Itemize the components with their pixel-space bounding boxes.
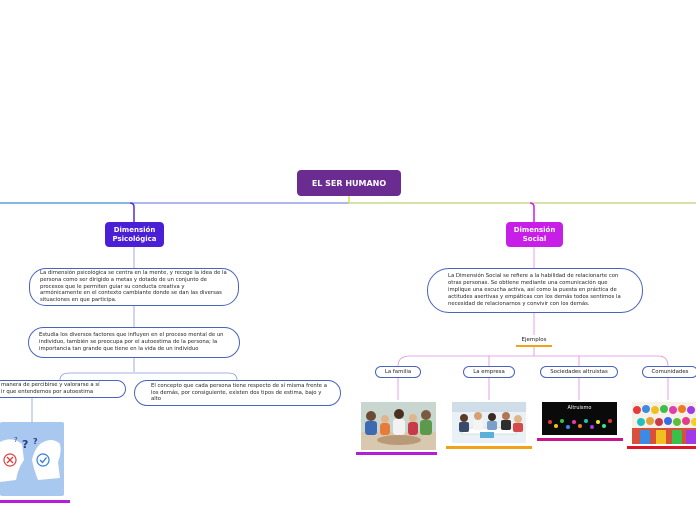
psicologica-desc1-text: La dimensión psicológica se centra en la… bbox=[40, 269, 227, 304]
dimension-social-title: Dimensión Social bbox=[513, 226, 556, 243]
root-node-ser-humano[interactable]: EL SER HUMANO bbox=[297, 170, 401, 196]
altruismo-image-text: Altruismo bbox=[567, 405, 592, 411]
comunidades-label: Comunidades bbox=[651, 369, 689, 375]
comunidades-image bbox=[632, 402, 696, 444]
autoestima-concepto-text: El concepto que cada persona tiene respe… bbox=[151, 382, 327, 403]
node-la-familia[interactable]: La familia bbox=[375, 366, 421, 378]
root-title: EL SER HUMANO bbox=[311, 178, 387, 188]
node-dimension-social[interactable]: Dimensión Social bbox=[506, 222, 563, 247]
la-empresa-label: La empresa bbox=[473, 369, 505, 375]
autoestima-image: ? ? ? bbox=[0, 422, 64, 496]
familia-image bbox=[361, 402, 436, 450]
empresa-image bbox=[452, 402, 526, 443]
node-la-empresa[interactable]: La empresa bbox=[463, 366, 515, 378]
node-dimension-psicologica[interactable]: Dimensión Psicológica bbox=[105, 222, 164, 247]
altruismo-image: Altruismo bbox=[542, 402, 617, 435]
ejemplos-label: Ejemplos bbox=[521, 337, 547, 343]
node-psicologica-desc1[interactable]: La dimensión psicológica se centra en la… bbox=[29, 268, 239, 306]
altruismo-underline bbox=[537, 438, 623, 441]
svg-text:?: ? bbox=[14, 436, 18, 444]
node-sociedades-altruistas[interactable]: Sociedades altruistas bbox=[540, 366, 618, 378]
ejemplos-underline bbox=[516, 345, 552, 347]
node-psicologica-desc2[interactable]: Estudia los diversos factores que influy… bbox=[28, 327, 240, 358]
la-familia-label: La familia bbox=[384, 369, 412, 375]
svg-text:?: ? bbox=[22, 438, 28, 451]
autoestima-percepcion-text: manera de percibirse y valorarse a sí ir… bbox=[1, 382, 100, 395]
node-autoestima-percepcion[interactable]: manera de percibirse y valorarse a sí ir… bbox=[0, 380, 126, 398]
empresa-underline bbox=[446, 446, 532, 449]
social-desc-text: La Dimensión Social se refiere a la habi… bbox=[448, 273, 621, 307]
autoestima-image-underline bbox=[0, 500, 70, 503]
comunidades-underline bbox=[627, 446, 696, 449]
node-comunidades[interactable]: Comunidades bbox=[642, 366, 696, 378]
node-ejemplos[interactable]: Ejemplos bbox=[510, 335, 558, 345]
node-autoestima-concepto[interactable]: El concepto que cada persona tiene respe… bbox=[134, 380, 341, 406]
psicologica-desc2-text: Estudia los diversos factores que influy… bbox=[39, 332, 224, 352]
node-social-desc[interactable]: La Dimensión Social se refiere a la habi… bbox=[427, 268, 643, 313]
svg-text:?: ? bbox=[33, 437, 38, 446]
dimension-psicologica-title: Dimensión Psicológica bbox=[112, 226, 157, 243]
sociedades-altruistas-label: Sociedades altruistas bbox=[550, 369, 608, 375]
familia-underline bbox=[356, 452, 437, 455]
